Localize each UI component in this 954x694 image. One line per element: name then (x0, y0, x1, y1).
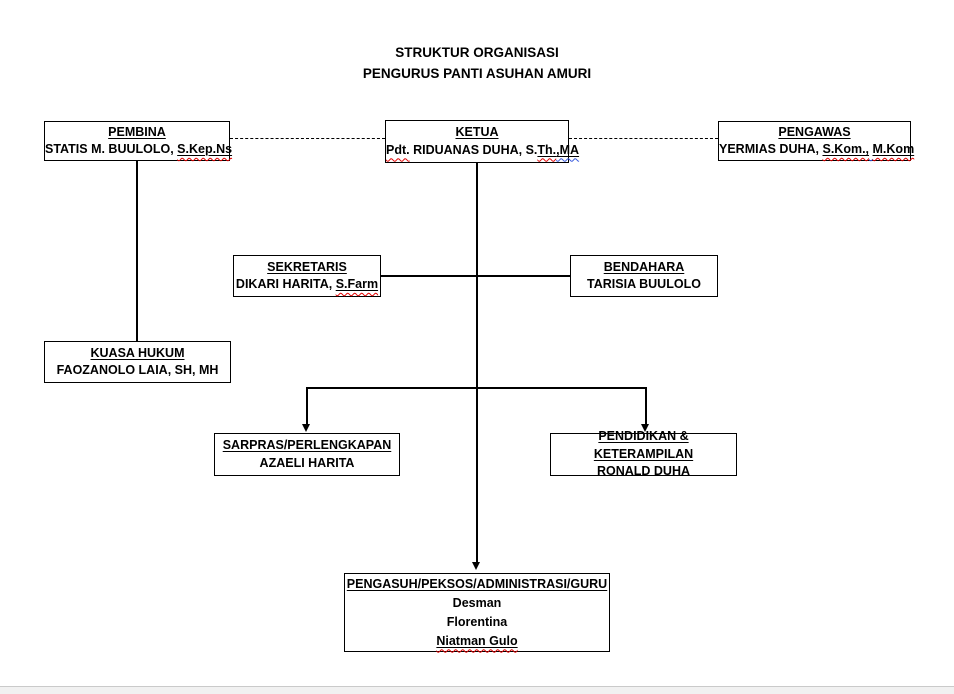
connector-dashed-ketua-pengawas (569, 138, 718, 139)
connector-pembina-kuasa-hukum (136, 161, 138, 341)
box-title: PENGASUH/PEKSOS/ADMINISTRASI/GURU (346, 576, 608, 591)
member-name-line: DIKARI HARITA, S.Farm (235, 277, 379, 291)
box-title: PEMBINA (108, 124, 166, 139)
connector-branch-horizontal (307, 387, 647, 389)
connector-ketua-pengasuh (476, 163, 478, 563)
org-box-pengawas: PENGAWAS YERMIAS DUHA, S.Kom., M.Kom (718, 121, 915, 161)
org-box-sekretaris: SEKRETARIS DIKARI HARITA, S.Farm (233, 255, 381, 297)
member-name-line: Niatman Gulo (436, 633, 518, 648)
member-name-line: Pdt. RIDUANAS DUHA, S.Th.,MA (386, 142, 580, 157)
connector-sekretaris-bendahara (381, 275, 570, 277)
box-members: Pdt. RIDUANAS DUHA, S.Th.,MA (386, 142, 580, 160)
box-members: STATIS M. BUULOLO, S.Kep.Ns (45, 141, 233, 159)
org-box-sarpras-perlengkapan: SARPRAS/PERLENGKAPAN AZAELI HARITA (214, 433, 400, 476)
box-members: RONALD DUHA (551, 463, 736, 481)
box-title: KUASA HUKUM (90, 345, 185, 360)
org-box-ketua: KETUA Pdt. RIDUANAS DUHA, S.Th.,MA (385, 120, 580, 163)
member-name-line: STATIS M. BUULOLO, S.Kep.Ns (45, 142, 233, 156)
org-box-bendahara: BENDAHARA TARISIA BUULOLO (570, 255, 718, 297)
box-title: BENDAHARA (603, 259, 685, 274)
connector-branch-to-sarpras (306, 387, 308, 424)
member-name-line: RONALD DUHA (596, 464, 691, 479)
member-name-line: Desman (452, 595, 502, 610)
page-title-line2: PENGURUS PANTI ASUHAN AMURI (362, 66, 592, 81)
org-box-pembina: PEMBINA STATIS M. BUULOLO, S.Kep.Ns (44, 121, 233, 161)
member-name-line: AZAELI HARITA (259, 455, 355, 470)
box-title: SARPRAS/PERLENGKAPAN (222, 438, 392, 452)
arrowhead-pendidikan-icon (641, 424, 649, 432)
member-name-line: FAOZANOLO LAIA, SH, MH (56, 363, 219, 377)
page-title: STRUKTUR ORGANISASI PENGURUS PANTI ASUHA… (0, 42, 954, 84)
member-name-line: YERMIAS DUHA, S.Kom., M.Kom (719, 142, 915, 156)
box-title: PENDIDIKAN & KETERAMPILAN (593, 429, 694, 461)
box-members: FAOZANOLO LAIA, SH, MH (45, 362, 230, 380)
org-box-pendidikan-keterampilan: PENDIDIKAN & KETERAMPILAN RONALD DUHA (550, 429, 737, 478)
arrowhead-pengasuh-icon (472, 562, 480, 570)
box-members: AZAELI HARITA (215, 455, 399, 473)
box-members: TARISIA BUULOLO (571, 276, 717, 294)
box-title: KETUA (455, 125, 499, 139)
box-title: SEKRETARIS (267, 259, 347, 274)
page-title-line1: STRUKTUR ORGANISASI (395, 45, 559, 60)
box-members: DIKARI HARITA, S.Farm (234, 276, 380, 294)
org-box-kuasa-hukum: KUASA HUKUM FAOZANOLO LAIA, SH, MH (44, 341, 231, 383)
box-title: PENGAWAS (778, 124, 851, 139)
connector-dashed-pembina-ketua (230, 138, 385, 139)
arrowhead-sarpras-icon (302, 424, 310, 432)
member-name-line: TARISIA BUULOLO (587, 277, 701, 291)
org-box-pengasuh-peksos-administrasi-guru: PENGASUH/PEKSOS/ADMINISTRASI/GURU Desman… (344, 573, 610, 652)
box-members: YERMIAS DUHA, S.Kom., M.Kom (719, 141, 915, 159)
horizontal-scrollbar[interactable] (0, 686, 954, 694)
connector-branch-to-pendidikan (645, 387, 647, 424)
member-name-line: Florentina (446, 614, 508, 629)
